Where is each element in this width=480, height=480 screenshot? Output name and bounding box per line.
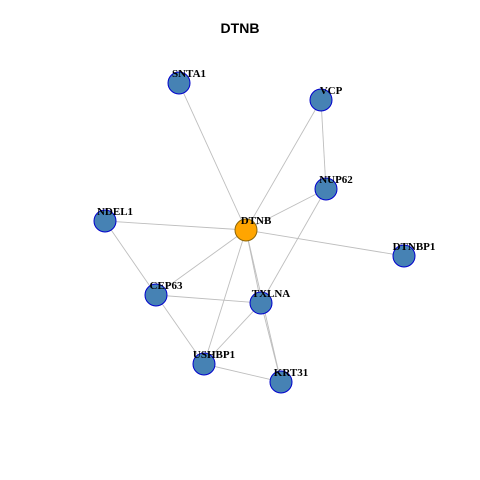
edge-dtnb-ushbp1: [203, 229, 247, 365]
node-label-dtnbp1: DTNBP1: [393, 241, 436, 253]
edge-dtnb-nup62: [245, 188, 327, 231]
edge-vcp-nup62: [320, 99, 327, 190]
node-ndel1: NDEL1: [93, 206, 133, 233]
node-label-krt31: KRT31: [274, 367, 308, 379]
node-nup62: NUP62: [314, 174, 353, 201]
node-label-dtnb: DTNB: [241, 215, 272, 227]
node-label-cep63: CEP63: [150, 280, 184, 292]
node-circle-dtnbp1: [392, 244, 416, 268]
edge-dtnb-cep63: [155, 229, 247, 296]
node-cep63: CEP63: [144, 280, 184, 307]
edge-nup62-txlna: [260, 188, 327, 304]
node-label-ushbp1: USHBP1: [193, 349, 235, 361]
edge-dtnb-dtnbp1: [245, 229, 405, 257]
node-dtnb: DTNB: [234, 215, 272, 242]
node-ushbp1: USHBP1: [192, 349, 235, 376]
node-circle-vcp: [309, 88, 333, 112]
node-label-ndel1: NDEL1: [97, 206, 133, 218]
node-label-snta1: SNTA1: [172, 68, 206, 80]
edge-dtnb-ndel1: [104, 220, 247, 231]
node-dtnbp1: DTNBP1: [392, 241, 436, 268]
node-circle-ushbp1: [192, 352, 216, 376]
edge-dtnb-snta1: [178, 82, 247, 231]
node-label-txlna: TXLNA: [252, 288, 291, 300]
edge-cep63-ushbp1: [155, 294, 205, 365]
edge-dtnb-vcp: [245, 99, 322, 231]
node-label-vcp: VCP: [320, 85, 343, 97]
node-circle-cep63: [144, 283, 168, 307]
edge-txlna-krt31: [260, 302, 282, 383]
node-circle-txlna: [249, 291, 273, 315]
node-circle-nup62: [314, 177, 338, 201]
node-circle-krt31: [269, 370, 293, 394]
edge-ushbp1-krt31: [203, 363, 282, 383]
node-vcp: VCP: [309, 85, 343, 112]
edge-ndel1-cep63: [104, 220, 157, 296]
node-circle-snta1: [167, 71, 191, 95]
node-snta1: SNTA1: [167, 68, 206, 95]
node-circle-dtnb: [234, 218, 258, 242]
edge-txlna-ushbp1: [203, 302, 262, 365]
edge-cep63-txlna: [155, 294, 262, 304]
node-circle-ndel1: [93, 209, 117, 233]
node-txlna: TXLNA: [249, 288, 291, 315]
diagram-title: DTNB: [220, 20, 260, 36]
node-krt31: KRT31: [269, 367, 308, 394]
node-label-nup62: NUP62: [319, 174, 353, 186]
